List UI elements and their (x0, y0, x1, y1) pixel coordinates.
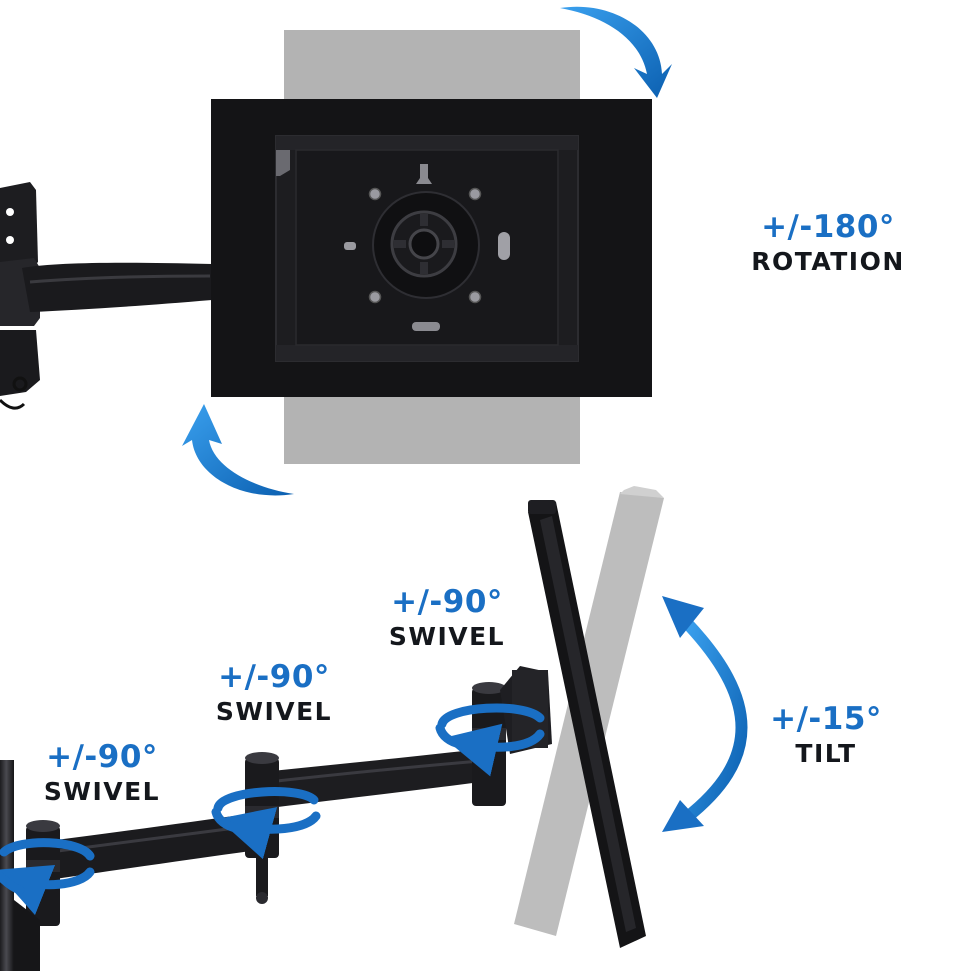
wall-arm-top (0, 182, 212, 410)
tilt-value: +/-15° (770, 701, 882, 737)
swivel-3-word: SWIVEL (388, 622, 506, 651)
rotation-label: +/-180° ROTATION (736, 209, 920, 276)
swivel-3-value: +/-90° (391, 584, 503, 620)
rotation-illustration (0, 6, 672, 496)
rotation-arrow-bottom-icon (182, 404, 294, 496)
swivel-1-word: SWIVEL (43, 777, 161, 806)
arm-segment-2 (262, 748, 496, 808)
swivel-label-1: +/-90° SWIVEL (30, 739, 174, 806)
swivel-label-2: +/-90° SWIVEL (200, 659, 348, 726)
swivel-2-value: +/-90° (218, 659, 330, 695)
rotation-arrow-top-icon (560, 6, 672, 99)
rotation-value: +/-180° (761, 209, 895, 245)
side-view-illustration (0, 486, 748, 971)
swivel-label-3: +/-90° SWIVEL (375, 584, 519, 651)
swivel-arrow-1-icon (0, 838, 95, 916)
vesa-plate (344, 164, 510, 331)
tilt-arrow-icon (662, 596, 748, 832)
rotation-word: ROTATION (751, 247, 905, 276)
swivel-2-word: SWIVEL (215, 697, 333, 726)
tilt-label: +/-15° TILT (752, 701, 900, 768)
swivel-1-value: +/-90° (46, 739, 158, 775)
swivel-arrow-2-icon (211, 787, 321, 860)
swivel-arrow-3-icon (435, 703, 545, 777)
tilt-word: TILT (795, 739, 857, 768)
arm-segment-1 (40, 812, 272, 880)
